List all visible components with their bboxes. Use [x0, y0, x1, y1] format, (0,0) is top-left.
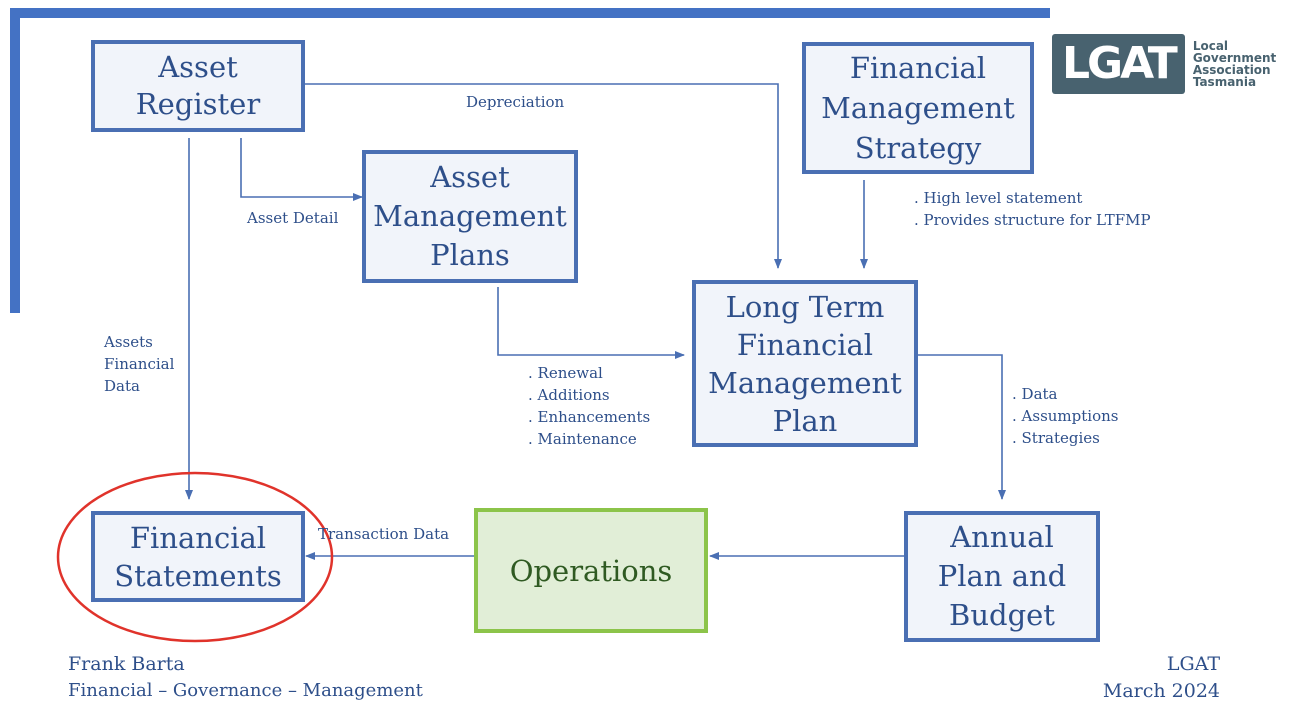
asset-register-box: Asset Register	[91, 40, 305, 132]
ltfmp-box: Long Term Financial Management Plan	[692, 280, 918, 447]
footer-date: March 2024	[1102, 680, 1220, 702]
depreciation-arrow	[305, 83, 782, 269]
asset-detail-arrow	[240, 138, 363, 201]
footer-subtitle: Financial – Governance – Management	[68, 680, 423, 701]
lgat-logo-mark: LGAT	[1052, 34, 1185, 94]
asset-management-plans-box: Asset Management Plans	[362, 150, 578, 283]
strategy-notes-label: . High level statement . Provides struct…	[914, 189, 1151, 229]
footer-org: LGAT	[1166, 653, 1220, 675]
financial-statements-box: Financial Statements	[91, 511, 305, 602]
slide-frame-left-bar	[10, 8, 20, 313]
footer-author: Frank Barta	[68, 653, 185, 675]
lgat-logo-text: Local Government Association Tasmania	[1192, 39, 1277, 89]
financial-management-strategy-box: Financial Management Strategy	[802, 42, 1034, 174]
amp-to-ltfmp-arrow	[497, 287, 685, 359]
operations-box: Operations	[474, 508, 708, 633]
ltfmp-outputs-label: . Data . Assumptions . Strategies	[1012, 385, 1119, 447]
assets-financial-data-label: Assets Financial Data	[104, 333, 175, 395]
asset-detail-label: Asset Detail	[247, 209, 339, 227]
transaction-data-label: Transaction Data	[318, 525, 450, 543]
annual-plan-and-budget-box: Annual Plan and Budget	[904, 511, 1100, 642]
lgat-logo: LGAT Local Government Association Tasman…	[1052, 34, 1276, 94]
slide-frame-top-bar	[10, 8, 1050, 18]
depreciation-label: Depreciation	[466, 93, 565, 111]
amp-outputs-label: . Renewal . Additions . Enhancements . M…	[528, 364, 651, 448]
ltfmp-to-annual-plan-arrow	[918, 354, 1006, 500]
highlight-circle	[56, 471, 334, 643]
